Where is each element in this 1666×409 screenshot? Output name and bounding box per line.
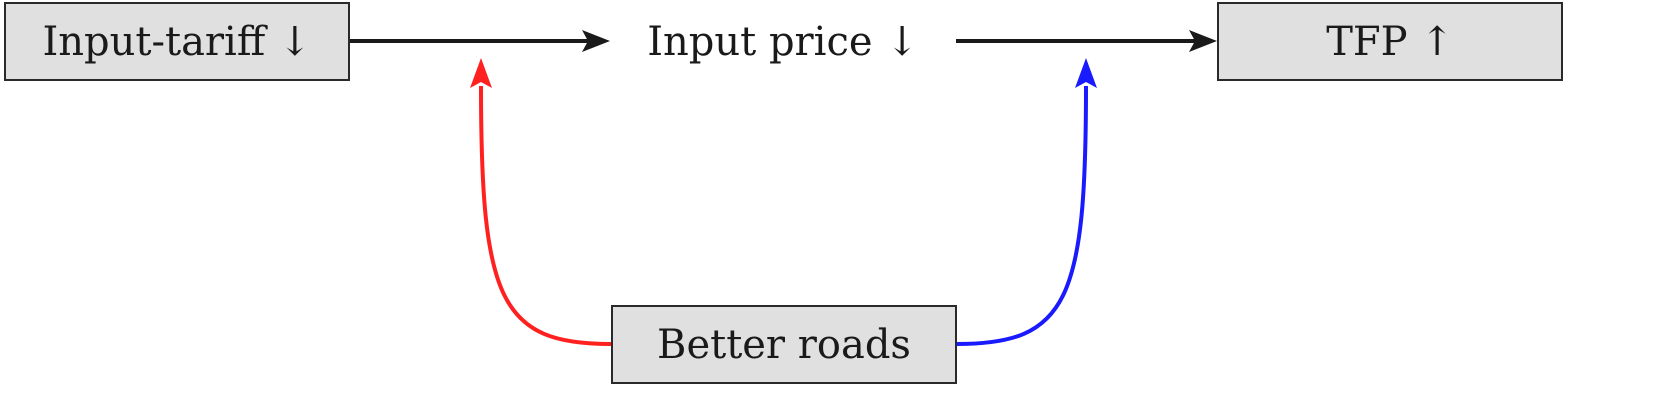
edge-roads-to-tariff-channel	[479, 85, 612, 346]
node-input-tariff: Input-tariff ↓	[4, 2, 350, 81]
edge-roads-to-tfp-channel	[956, 85, 1088, 346]
node-tfp: TFP ↑	[1217, 2, 1563, 81]
arrowhead-tariff-to-price	[582, 30, 610, 52]
arrowhead-roads-to-tariff-channel	[470, 58, 492, 88]
node-input-tariff-label: Input-tariff ↓	[42, 18, 312, 65]
arrowhead-price-to-tfp	[1189, 30, 1217, 52]
node-better-roads-label: Better roads	[657, 321, 911, 368]
node-better-roads: Better roads	[611, 305, 957, 384]
node-tfp-label: TFP ↑	[1326, 18, 1454, 65]
node-input-price-label: Input price ↓	[647, 18, 919, 65]
arrowhead-roads-to-tfp-channel	[1075, 58, 1097, 88]
node-input-price: Input price ↓	[612, 2, 954, 81]
